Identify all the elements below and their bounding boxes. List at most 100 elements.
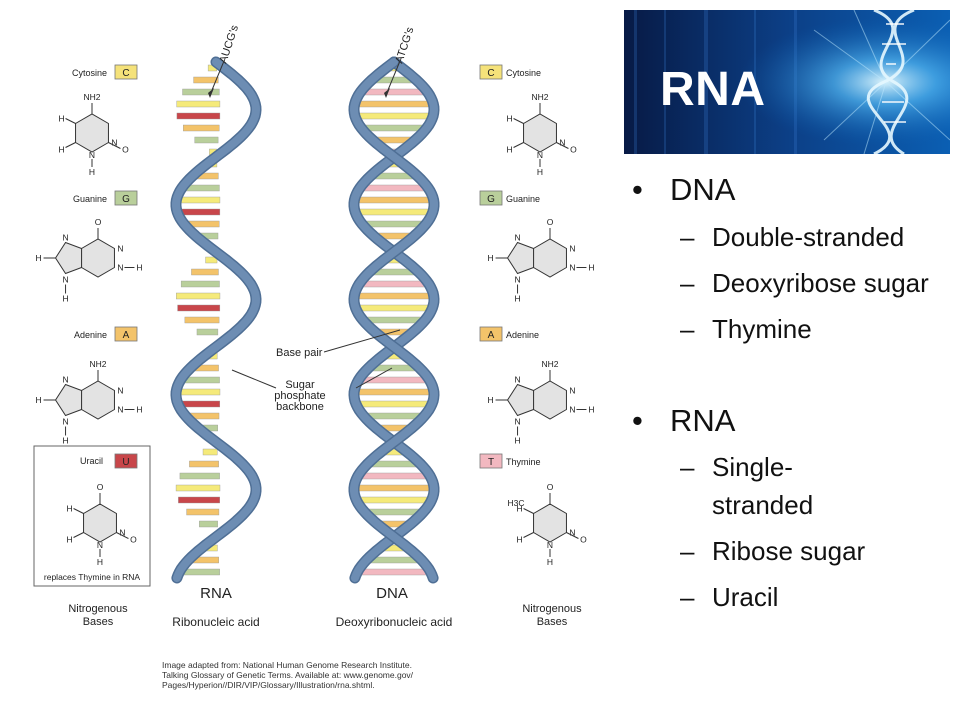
left-uracil-top-atom: O	[97, 482, 104, 492]
rna-helix-rung	[183, 89, 220, 95]
dna-helix-rung	[354, 197, 433, 203]
rna-helix-rung	[183, 125, 219, 131]
left-cytosine-h-atom: H	[58, 145, 64, 155]
dna-helix-rung	[355, 209, 433, 215]
left-adenine-h-atom: H	[62, 436, 68, 446]
credit-line-1: Image adapted from: National Human Genom…	[162, 660, 412, 670]
left-cytosine-name: Cytosine	[72, 68, 107, 78]
left-guanine-h-atom: H	[136, 263, 142, 273]
rna-helix-rung	[191, 269, 218, 275]
right-adenine-name: Adenine	[506, 330, 539, 340]
left-adenine-name: Adenine	[74, 330, 107, 340]
bond-line	[66, 119, 76, 124]
dna-helix-rung	[358, 473, 430, 479]
bond-line	[524, 509, 534, 514]
dna-helix-rung	[354, 389, 434, 395]
left-guanine-n-atom: N	[117, 263, 123, 273]
banner-image: RNA	[624, 10, 950, 154]
right-guanine-ring	[534, 239, 567, 277]
left-adenine-five-ring	[56, 385, 82, 416]
sub-bullet-text: Ribose sugar	[712, 536, 865, 567]
right-guanine-h-atom: H	[514, 294, 520, 304]
credit-line-3: Pages/Hyperion//DIR/VIP/Glossary/Illustr…	[162, 680, 375, 690]
uracil-note: replaces Thymine in RNA	[44, 572, 141, 582]
bullet-dot: •	[632, 403, 643, 439]
left-uracil-n-atom: N	[97, 540, 103, 550]
right-adenine-ring	[534, 381, 567, 419]
right-adenine-n-atom: N	[569, 405, 575, 415]
rna-helix-rung	[178, 305, 220, 311]
left-uracil-h-atom: H	[97, 557, 103, 567]
sub-bullet-text: Deoxyribose sugar	[712, 268, 929, 299]
left-uracil-h-atom: H	[66, 535, 72, 545]
rna-helix-rung	[176, 389, 220, 395]
left-cytosine-n-atom: N	[89, 150, 95, 160]
rna-helix-rung	[185, 317, 219, 323]
dna-helix-rung	[360, 185, 428, 191]
rna-helix-rung	[176, 197, 220, 203]
rna-top-label: AUCG's	[217, 23, 241, 65]
left-uracil-name: Uracil	[80, 456, 103, 466]
right-thymine-n-atom: N	[547, 540, 553, 550]
left-adenine-ring	[82, 381, 115, 419]
right-guanine-n-atom: N	[569, 263, 575, 273]
right-adenine-n-atom: N	[514, 375, 520, 385]
right-cytosine-top-atom: NH2	[531, 92, 548, 102]
right-cytosine-header: C Cytosine	[480, 65, 541, 79]
rna-helix-rung	[176, 293, 220, 299]
right-thymine-h-atom: H	[547, 557, 553, 567]
right-adenine-letter: A	[488, 330, 495, 341]
left-adenine-n-atom: N	[117, 405, 123, 415]
sub-bullet-dash: –	[680, 222, 694, 253]
right-cytosine-h-atom: H	[506, 114, 512, 124]
left-adenine-h-atom: H	[35, 395, 41, 405]
right-guanine-letter: G	[487, 194, 495, 205]
bond-line	[74, 509, 84, 514]
right-guanine-h-atom: H	[487, 253, 493, 263]
rna-dna-figure: AUCG's ATCG's Base pair Sugar phosphate …	[20, 18, 620, 708]
right-thymine-header: T Thymine	[480, 454, 541, 468]
left-guanine-letter: G	[122, 194, 130, 205]
right-cytosine-letter: C	[487, 68, 494, 79]
right-cytosine-ring	[524, 114, 557, 152]
left-guanine-name: Guanine	[73, 194, 107, 204]
dna-helix-rung	[356, 305, 433, 311]
left-cytosine-top-atom: NH2	[83, 92, 100, 102]
left-uracil-h-atom: H	[66, 504, 72, 514]
right-cytosine-n-atom: N	[537, 150, 543, 160]
bullet-dna-label: DNA	[670, 172, 735, 208]
right-adenine-n-atom: N	[569, 386, 575, 396]
right-guanine-top-atom: O	[547, 217, 554, 227]
left-guanine-top-atom: O	[95, 217, 102, 227]
dna-helix-rung	[361, 89, 428, 95]
bullet-rna-label: RNA	[670, 403, 735, 439]
right-thymine-ring	[534, 504, 567, 542]
left-uracil-header: Uracil U	[80, 454, 137, 468]
rna-helix-rung	[203, 449, 217, 455]
right-guanine-five-ring	[508, 243, 534, 274]
sub-bullet-text: Uracil	[712, 582, 778, 613]
left-guanine-h-atom: H	[35, 253, 41, 263]
sub-bullet-text: Thymine	[712, 314, 812, 345]
right-adenine-five-ring	[508, 385, 534, 416]
right-thymine-h-atom: H	[516, 535, 522, 545]
dna-helix-rung	[354, 293, 433, 299]
left-cytosine-letter: C	[122, 68, 129, 79]
left-adenine-n-atom: N	[62, 375, 68, 385]
right-thymine-top-atom: O	[547, 482, 554, 492]
left-uracil-o-atom: O	[130, 535, 137, 545]
left-cytosine-h-atom: H	[89, 167, 95, 177]
rna-helix-rung	[195, 137, 218, 143]
banner-title: RNA	[660, 62, 766, 117]
rna-helix-rung	[178, 497, 219, 503]
dna-helix-rung	[362, 221, 426, 227]
backbone-label-line3: backbone	[276, 401, 324, 413]
right-adenine-h-atom: H	[514, 436, 520, 446]
right-thymine-o-atom: O	[580, 535, 587, 545]
dna-helix-rung	[354, 485, 434, 491]
right-cytosine-h-atom: H	[506, 145, 512, 155]
right-thymine-name: Thymine	[506, 457, 541, 467]
right-cytosine-o-atom: O	[570, 145, 577, 155]
right-guanine-n-atom: N	[514, 233, 520, 243]
rna-helix-rung	[181, 281, 219, 287]
